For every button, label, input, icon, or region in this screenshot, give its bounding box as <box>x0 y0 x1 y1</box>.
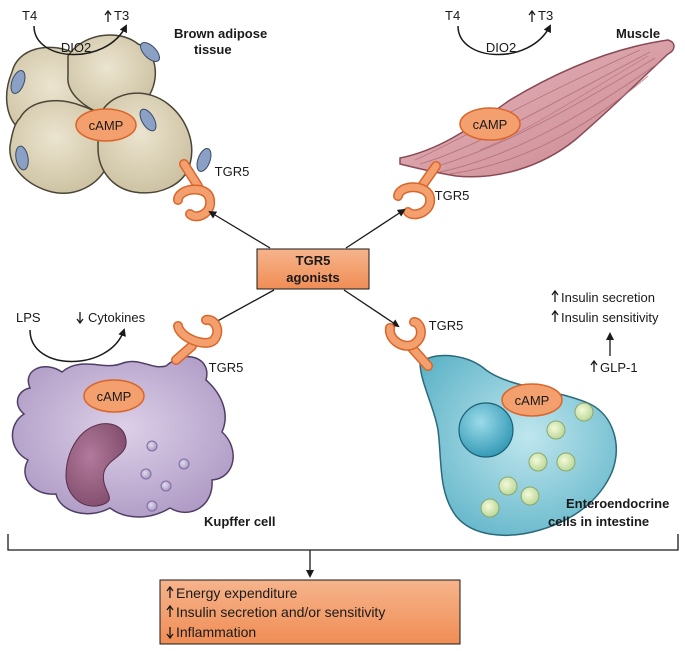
glp1-label: GLP-1 <box>600 360 638 375</box>
secretory-granule <box>480 498 500 518</box>
tgr5-label: TGR5 <box>429 318 464 333</box>
arrow-to-muscle <box>345 208 406 249</box>
tgr5-receptor-icon <box>173 159 216 222</box>
kupffer-cell: cAMP TGR5 LPS Cytokines Kupffer cell <box>11 310 276 529</box>
enteroendocrine-title-line1: Enteroendocrine <box>566 496 669 511</box>
adipocyte-nucleus <box>196 148 212 172</box>
lps-curve <box>29 328 126 363</box>
tgr5-label: TGR5 <box>435 188 470 203</box>
up-arrow-icon <box>551 309 559 322</box>
adipocyte-cell <box>97 92 193 194</box>
brown-adipose-title-line2: tissue <box>194 42 232 57</box>
camp-bubble <box>75 108 137 142</box>
center-line2: agonists <box>286 270 339 285</box>
t4-label: T4 <box>22 8 37 23</box>
up-arrow-icon <box>590 359 598 372</box>
dio2-label: DIO2 <box>61 40 91 55</box>
camp-label: cAMP <box>515 393 550 408</box>
camp-bubble <box>501 383 563 417</box>
cytokines-label: Cytokines <box>88 310 146 325</box>
enteroendocrine-title-line2: cells in intestine <box>548 514 649 529</box>
adipocyte-nucleus <box>139 108 157 132</box>
conversion-curve <box>457 24 551 56</box>
insulin-sensitivity-label: Insulin sensitivity <box>561 310 659 325</box>
tgr5-receptor-icon <box>393 161 441 220</box>
vesicle <box>146 500 158 512</box>
down-arrow-icon <box>76 312 84 325</box>
camp-label: cAMP <box>473 117 508 132</box>
secretory-granule <box>520 486 540 506</box>
brown-adipose-title-line1: Brown adipose <box>174 26 267 41</box>
tgr5-label: TGR5 <box>209 360 244 375</box>
secretory-granule <box>528 452 548 472</box>
adipocyte-nucleus <box>15 145 29 171</box>
brown-adipose-tissue: cAMP TGR5 T4 T3 DIO2 Brown adipose tissu… <box>5 8 267 222</box>
secretory-granule <box>546 420 566 440</box>
enteroendocrine-nucleus <box>458 402 514 458</box>
t4-label: T4 <box>445 8 460 23</box>
secretory-granule <box>574 402 594 422</box>
muscle-tissue: cAMP TGR5 T4 T3 DIO2 Muscle <box>393 8 675 220</box>
vesicle <box>140 468 152 480</box>
insulin-secretion-label: Insulin secretion <box>561 290 655 305</box>
muscle-title: Muscle <box>616 26 660 41</box>
vesicle <box>146 440 158 452</box>
arrow-to-enteroendocrine <box>343 289 400 328</box>
enteroendocrine-cell: cAMP TGR5 Insulin secretion Insulin sens… <box>384 289 669 536</box>
conversion-curve <box>33 24 127 56</box>
down-arrow-icon <box>166 627 174 640</box>
muscle-fiber-shape <box>399 39 675 178</box>
up-arrow-icon <box>104 9 112 22</box>
outcome-insulin: Insulin secretion and/or sensitivity <box>176 604 385 620</box>
dio2-label: DIO2 <box>486 40 516 55</box>
t3-label: T3 <box>538 8 553 23</box>
up-arrow-icon <box>551 289 559 302</box>
summary-bracket <box>7 534 679 551</box>
up-arrow-icon <box>166 585 174 598</box>
vesicle <box>178 458 190 470</box>
outcome-energy-expenditure: Energy expenditure <box>176 585 298 601</box>
camp-bubble <box>459 107 521 141</box>
up-arrow-icon <box>166 604 174 617</box>
t3-label: T3 <box>114 8 129 23</box>
tgr5-receptor-icon <box>384 317 433 371</box>
enteroendocrine-cell-membrane <box>419 354 617 536</box>
camp-label: cAMP <box>89 118 124 133</box>
center-line1: TGR5 <box>296 253 331 268</box>
camp-label: cAMP <box>97 389 132 404</box>
outcomes-box: Energy expenditure Insulin secretion and… <box>159 579 461 645</box>
camp-bubble <box>83 379 145 413</box>
kupffer-nucleus <box>65 423 127 507</box>
up-arrow-icon <box>528 9 536 22</box>
secretory-granule <box>498 476 518 496</box>
adipocyte-nucleus <box>10 70 26 94</box>
arrow-to-adipose <box>208 210 271 249</box>
tgr5-agonists-box: TGR5 agonists <box>256 248 370 290</box>
secretory-granule <box>556 452 576 472</box>
vesicle <box>160 480 172 492</box>
tgr5-receptor-icon <box>171 314 223 365</box>
outcome-inflammation: Inflammation <box>176 624 256 640</box>
tgr5-label: TGR5 <box>215 164 250 179</box>
kupffer-title: Kupffer cell <box>204 514 276 529</box>
lps-label: LPS <box>16 310 41 325</box>
adipocyte-nucleus <box>140 42 160 62</box>
arrow-to-kupffer <box>210 289 275 325</box>
